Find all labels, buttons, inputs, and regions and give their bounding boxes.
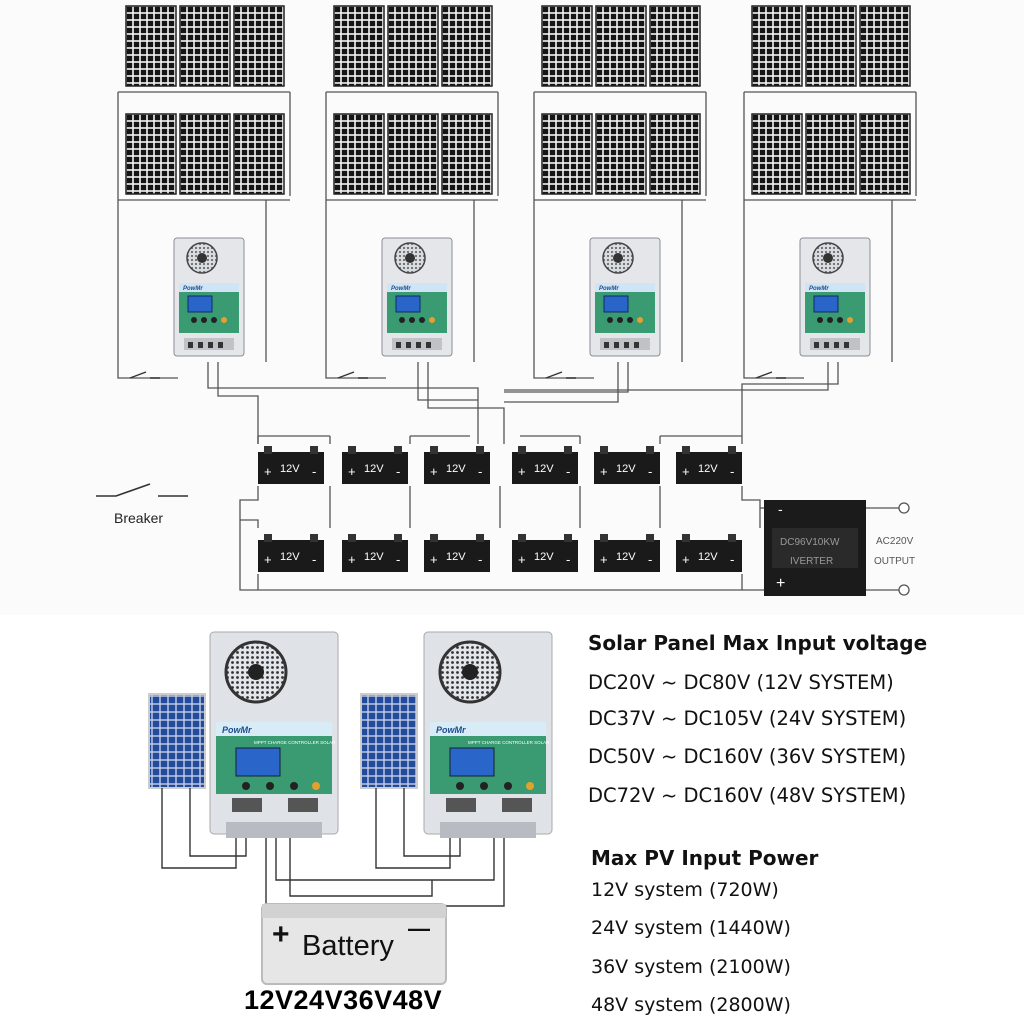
breaker-label: Breaker [114,510,163,526]
panel-wiring [117,91,917,591]
spec-power-row: 48V system (2800W) [591,994,791,1016]
battery-cell-label: 12V [364,463,384,475]
controller-left [209,631,339,838]
battery-cell-label: 12V [616,463,636,475]
svg-text:+: + [776,575,785,592]
panel-group-1 [125,5,285,195]
inverter-label: DC96V10KW [780,537,840,548]
controller-3 [589,237,661,357]
battery-plus: + [272,918,290,951]
spec-voltage-row: DC72V ~ DC160V (48V SYSTEM) [588,784,907,807]
battery-label: Battery [302,930,394,962]
controller-1 [173,237,245,357]
battery-cell-label: 12V [446,551,466,563]
panel-group-2 [333,5,493,195]
battery-cell-label: 12V [534,463,554,475]
controller-brand: PowMr [436,725,466,735]
spec-voltage-row: DC37V ~ DC105V (24V SYSTEM) [588,707,907,730]
panel-group-3 [541,5,701,195]
battery-cell-label: 12V [446,463,466,475]
battery-illustration [261,903,447,985]
controller-subtitle: MPPT CHARGE CONTROLLER SOLAR [254,740,336,745]
controller-brand: PowMr [222,725,252,735]
spec-power-row: 12V system (720W) [591,879,779,901]
battery-bank-bottom [258,534,742,572]
controller-subtitle: MPPT CHARGE CONTROLLER SOLAR [468,740,550,745]
battery-minus: — [408,916,430,941]
inverter: - + [764,500,866,596]
wiring-diagram: PowMr + - [96,5,917,596]
battery-cell-label: 12V [698,463,718,475]
battery-cell-label: 12V [616,551,636,563]
spec-heading-power: Max PV Input Power [591,846,819,870]
controller-4 [799,237,871,357]
controller-right [423,631,553,838]
spec-heading-voltage: Solar Panel Max Input voltage [588,631,928,655]
spec-power-row: 24V system (1440W) [591,917,791,939]
output-terminals [898,502,910,596]
switches [129,371,786,379]
inverter-label-2: IVERTER [790,556,833,567]
wiring-svg: PowMr + - [96,5,917,596]
battery-cell-label: 12V [534,551,554,563]
battery-cell-label: 12V [280,463,300,475]
breaker-symbol [96,483,188,497]
battery-cell-label: 12V [364,551,384,563]
spec-power-row: 36V system (2100W) [591,956,791,978]
battery-cell-label: 12V [280,551,300,563]
product-illustration: PowMr MPPT CHARGE CONTROLLER SOLAR PowMr… [148,631,553,985]
spec-voltage-row: DC20V ~ DC80V (12V SYSTEM) [588,671,894,694]
battery-labels: 12V 12V 12V 12V 12V 12V 12V 12V 12V 12V … [280,463,718,563]
solar-panel-left [148,693,206,789]
battery-cell-label: 12V [698,551,718,563]
battery-bank-top [258,446,742,484]
svg-text:-: - [778,501,783,517]
battery-voltages: 12V24V36V48V [244,985,443,1015]
controller-2 [381,237,453,357]
spec-voltage-row: DC50V ~ DC160V (36V SYSTEM) [588,745,907,768]
solar-panel-right [360,693,418,789]
output-label: AC220V [876,536,914,547]
output-label-2: OUTPUT [874,556,915,567]
panel-group-4 [751,5,911,195]
